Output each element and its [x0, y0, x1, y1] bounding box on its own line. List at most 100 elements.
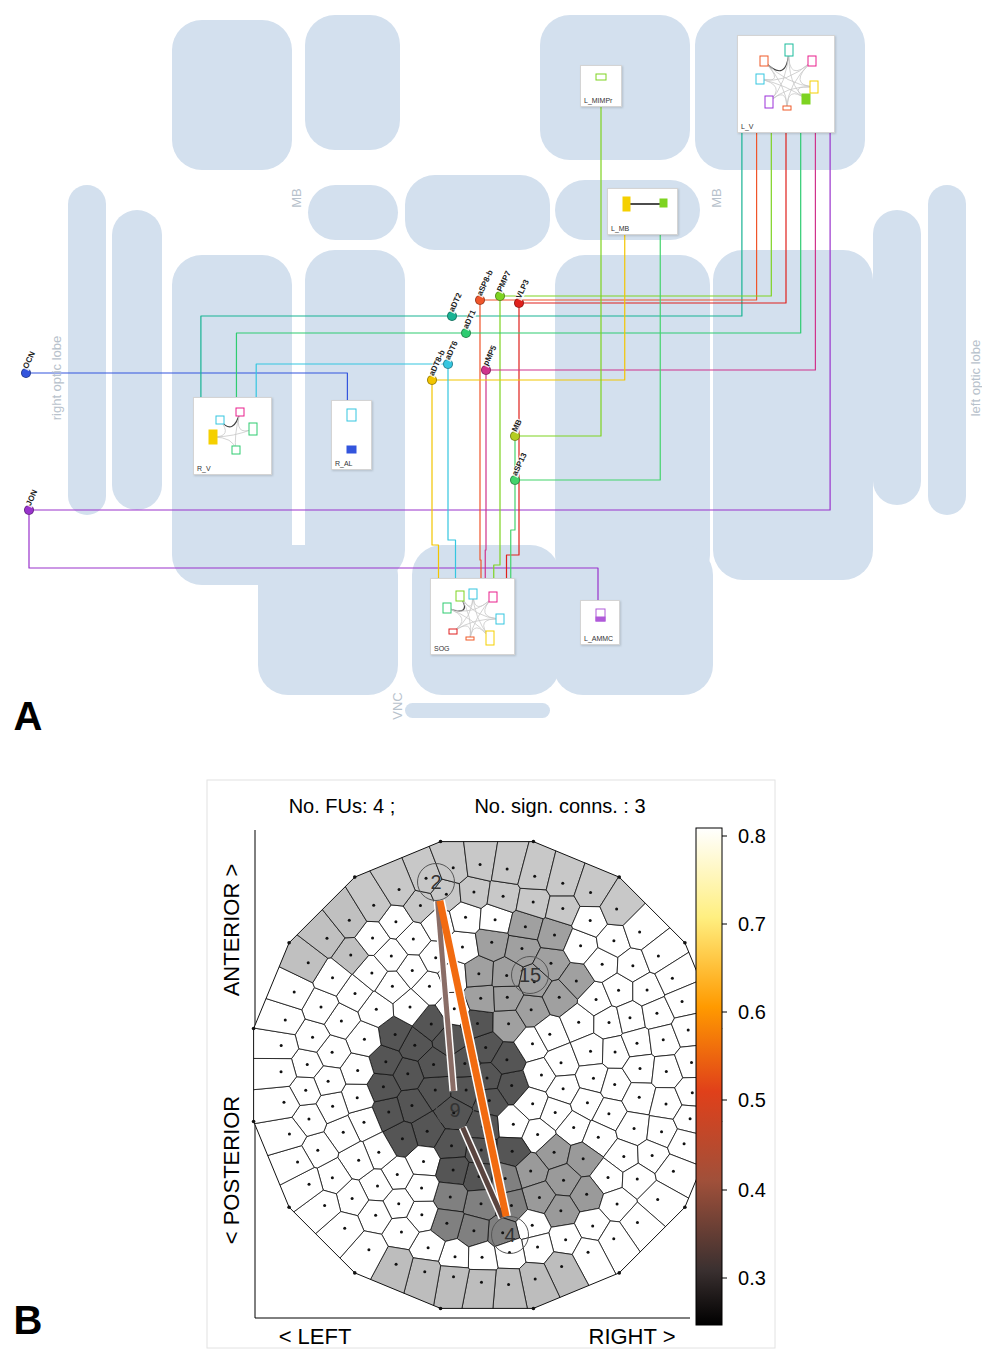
connector [471, 133, 801, 333]
tract-dot: PMP7 [495, 291, 505, 301]
sensor-dot [683, 1142, 686, 1145]
neuropil-box: L_V [737, 35, 835, 133]
fu-circle: 4 [491, 1216, 529, 1254]
glyph-rect [765, 96, 773, 108]
connector [491, 133, 815, 370]
node-label: aSP13 [511, 451, 529, 478]
sensor-dot [681, 1000, 684, 1003]
sensor-dot [486, 1077, 489, 1080]
sensor-dot [363, 1038, 366, 1041]
tract-dot: aSP13 [510, 475, 520, 485]
outline-vertex [439, 840, 443, 844]
sensor-dot [376, 1184, 379, 1187]
sensor-dot [370, 971, 373, 974]
sensor-dot [351, 1197, 354, 1200]
sensor-dot [665, 1070, 668, 1073]
sensor-dot [532, 900, 535, 903]
sensor-dot [348, 919, 351, 922]
brain-region [305, 250, 405, 580]
sensor-dot [377, 1151, 380, 1154]
axis-label: RIGHT > [588, 1326, 675, 1348]
sensor-dot [382, 1085, 385, 1088]
glyph-rect [236, 408, 244, 416]
tract-dot: aSP8-b [475, 295, 485, 305]
sensor-dot [331, 1176, 334, 1179]
sensor-dot [479, 863, 482, 866]
sensor-dot [490, 941, 493, 944]
box-glyphs [738, 36, 836, 134]
glyph-rect [347, 446, 356, 453]
glyph-rect [489, 592, 497, 602]
sensor-dot [308, 1183, 311, 1186]
node-label: L_MIMPr [584, 97, 612, 104]
voronoi-cell [292, 1049, 324, 1078]
tract-dot: VLP3 [514, 298, 524, 308]
brain-region [172, 255, 292, 585]
fu-circle: 15 [511, 956, 549, 994]
outline-vertex [252, 1027, 256, 1031]
glyph-rect [623, 197, 630, 211]
sensor-dot [506, 996, 509, 999]
sensor-dot [481, 1256, 484, 1259]
sensor-dot [524, 925, 527, 928]
summary-text: No. sign. conns. : 3 [474, 796, 645, 816]
node-label: PMP7 [496, 269, 513, 294]
summary-text: No. FUs: 4 ; [289, 796, 396, 816]
sensor-dot [577, 1021, 580, 1024]
brain-region [555, 180, 700, 240]
axis-label: ANTERIOR > [221, 864, 243, 997]
sensor-dot [387, 1111, 390, 1114]
sensor-dot [293, 990, 296, 993]
sensor-dot [476, 1022, 479, 1025]
sensor-dot [608, 1021, 611, 1024]
voronoi-cell [244, 832, 345, 958]
sensor-dot [390, 954, 393, 957]
connector [494, 301, 500, 578]
glyph-rect [596, 617, 605, 621]
voronoi-cell [244, 1117, 307, 1162]
node-label: MB [511, 418, 524, 434]
node-label: aDT1 [462, 308, 478, 331]
sensor-dot [413, 1044, 416, 1047]
sensor-dot [311, 1036, 314, 1039]
sensor-dot [657, 955, 660, 958]
axis-line [255, 1318, 690, 1319]
sensor-dot [560, 1265, 563, 1268]
node-label: aDT2 [448, 291, 464, 314]
sensor-dot [461, 945, 464, 948]
node-label: R_AL [335, 460, 353, 467]
glyph-rect [756, 74, 764, 84]
outline-vertex [353, 875, 357, 879]
sensor-dot [394, 1033, 397, 1036]
sensor-dot [445, 893, 448, 896]
sensor-dot [375, 1008, 378, 1011]
sensor-dot [408, 1006, 411, 1009]
neuropil-box: SOG [430, 578, 515, 655]
sensor-dot [357, 1159, 360, 1162]
voronoi-cell [475, 929, 509, 962]
sensor-dot [507, 1022, 510, 1025]
glyph-rect [596, 74, 606, 80]
node-label: L_V [741, 123, 753, 130]
sensor-dot [406, 1072, 409, 1075]
tick-label: 0.8 [738, 826, 766, 846]
sensor-dot [391, 985, 394, 988]
sensor-dot [589, 1050, 592, 1053]
sensor-dot [452, 866, 455, 869]
sensor-dot [689, 1117, 692, 1120]
sensor-dot [534, 1278, 537, 1281]
colorbar-tick [722, 1100, 727, 1101]
sensor-dot [638, 1096, 641, 1099]
sensor-dot [488, 1099, 491, 1102]
brain-region [172, 20, 292, 170]
sensor-dot [342, 1131, 345, 1134]
sensor-dot [331, 1105, 334, 1108]
sensor-dot [582, 1157, 585, 1160]
glyph-rect [785, 44, 793, 56]
sensor-dot [362, 1121, 365, 1124]
link-curve [447, 608, 490, 638]
sensor-dot [477, 972, 480, 975]
